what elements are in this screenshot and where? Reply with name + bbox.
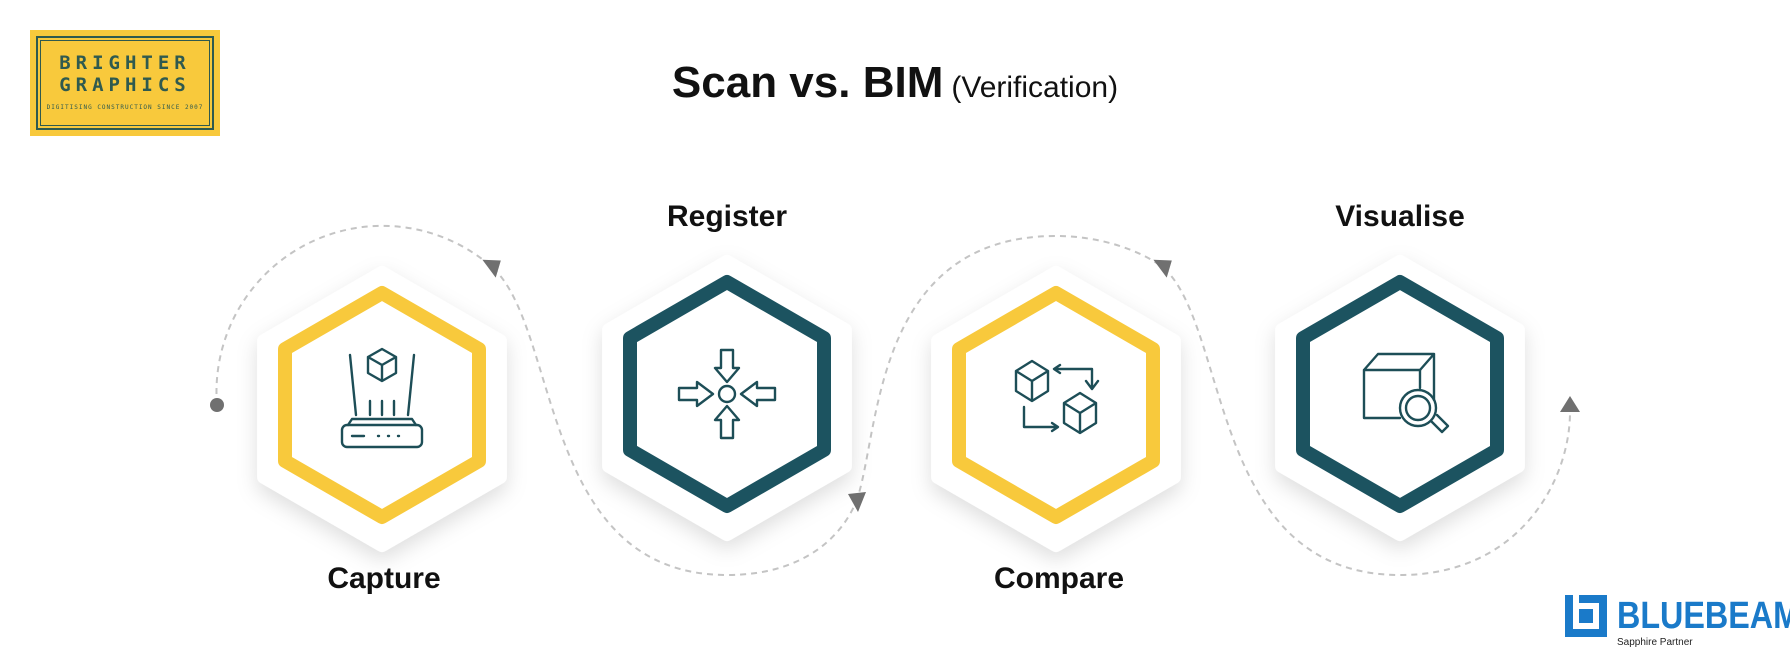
logo-line-1: BRIGHTER — [59, 52, 191, 74]
arrow-head-3 — [1153, 259, 1172, 278]
scanner-cube-icon — [340, 347, 424, 449]
flow-path-4 — [1163, 267, 1571, 577]
partner-level: Sapphire Partner — [1617, 637, 1693, 648]
flow-path-1 — [215, 224, 494, 406]
brighter-graphics-logo: BRIGHTER GRAPHICS DIGITISING CONSTRUCTIO… — [30, 30, 220, 136]
flow-path-2 — [492, 267, 857, 577]
step-label-visualise: Visualise — [1335, 200, 1465, 233]
partner-name: BLUEBEAM — [1617, 595, 1790, 637]
cube-magnifier-icon — [1362, 352, 1450, 434]
logo-line-2: GRAPHICS — [59, 74, 191, 96]
converging-arrows-icon — [677, 348, 777, 440]
title-sub: (Verification) — [951, 71, 1119, 104]
logo-tagline: DIGITISING CONSTRUCTION SINCE 2007 — [46, 104, 204, 111]
hexagon-visualise — [1296, 275, 1504, 513]
hexagon-register — [623, 275, 831, 513]
page-title: Scan vs. BIM(Verification) — [0, 58, 1790, 108]
arrow-head-1 — [482, 259, 501, 278]
step-label-register: Register — [666, 200, 788, 233]
step-label-capture: Capture — [327, 562, 441, 595]
hexagon-compare — [952, 286, 1160, 524]
arrow-head-4 — [1560, 396, 1580, 412]
start-dot — [210, 398, 224, 412]
bluebeam-mark-icon — [1565, 595, 1607, 637]
title-main: Scan vs. BIM — [671, 58, 944, 107]
arrow-head-2 — [848, 492, 866, 512]
step-label-compare: Compare — [993, 562, 1125, 595]
cubes-exchange-icon — [1014, 359, 1100, 435]
